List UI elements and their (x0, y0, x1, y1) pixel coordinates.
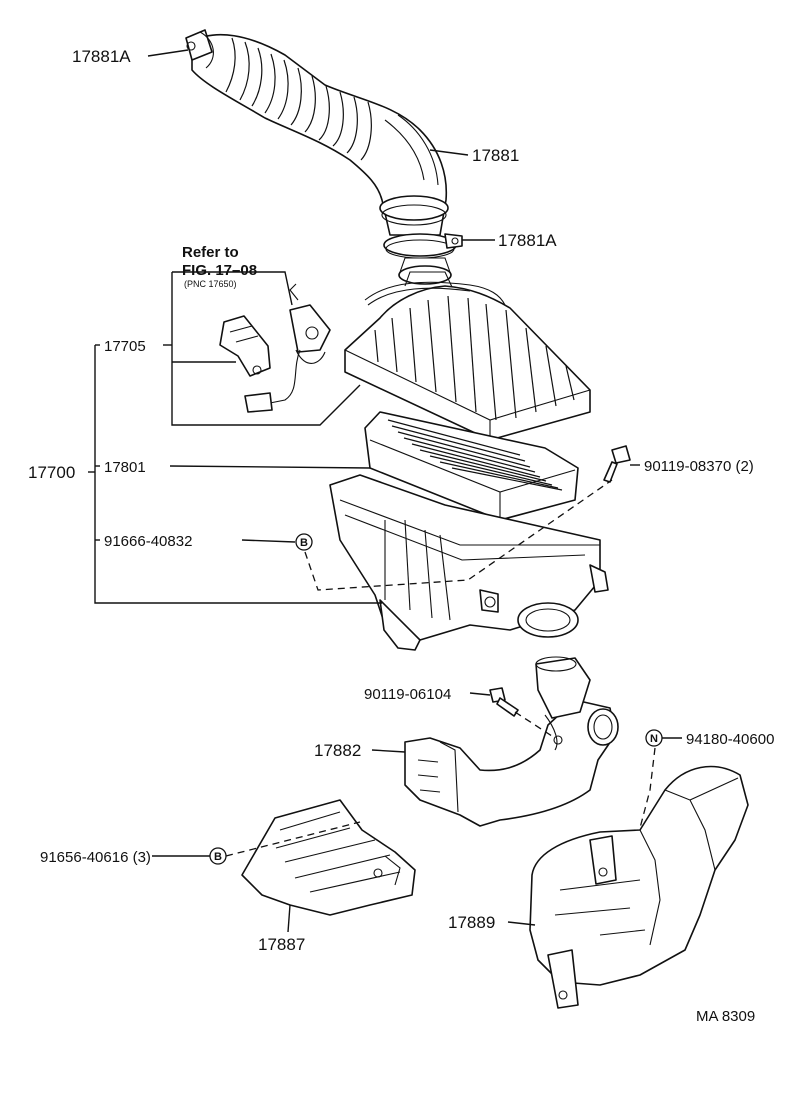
marker-n-clip: N (645, 729, 663, 747)
label-94180-40600[interactable]: 94180-40600 (686, 731, 774, 748)
label-90119-08370[interactable]: 90119-08370 (2) (644, 458, 754, 475)
label-17705[interactable]: 17705 (104, 338, 146, 355)
air-inlet-17882[interactable] (404, 656, 619, 827)
label-17887[interactable]: 17887 (258, 935, 305, 954)
resonator-17889[interactable] (529, 765, 749, 1009)
hose-17881[interactable] (185, 29, 449, 236)
label-91656-40616[interactable]: 91656-40616 (3) (40, 849, 151, 866)
air-cleaner-case[interactable] (329, 474, 609, 651)
label-17881[interactable]: 17881 (472, 146, 519, 165)
label-91666-40832[interactable]: 91666-40832 (104, 533, 192, 550)
air-filter-element-17801[interactable] (364, 411, 579, 521)
leader-lines (88, 49, 682, 933)
label-17882[interactable]: 17882 (314, 741, 361, 760)
marker-b-nut-text: B (300, 537, 308, 549)
airflow-sensor[interactable] (219, 283, 331, 413)
label-17889[interactable]: 17889 (448, 913, 495, 932)
marker-n-clip-text: N (650, 733, 658, 745)
label-refer-to: Refer to (182, 244, 239, 261)
marker-b-bolt: B (209, 847, 227, 865)
label-17801[interactable]: 17801 (104, 459, 146, 476)
label-90119-06104[interactable]: 90119-06104 (364, 686, 451, 703)
air-cleaner-cap-17705[interactable] (344, 271, 591, 441)
label-17700[interactable]: 17700 (28, 463, 75, 482)
part-labels: 17881A 17881 17881A Refer to FIG. 17–08 … (28, 47, 774, 1025)
label-refer-fig[interactable]: FIG. 17–08 (182, 262, 257, 279)
clamp-17881a-bottom[interactable] (383, 233, 463, 285)
dashed-connectors (225, 479, 656, 857)
bolt-90119-06104[interactable] (489, 687, 519, 717)
marker-b-bolt-text: B (214, 851, 222, 863)
bracket-17887[interactable] (241, 799, 416, 916)
marker-b-nut: B (295, 533, 313, 551)
bolt-90119-08370[interactable] (603, 445, 631, 483)
label-refer-pnc: (PNC 17650) (184, 279, 237, 289)
diagram-code: MA 8309 (696, 1008, 755, 1025)
label-17881a-top[interactable]: 17881A (72, 47, 131, 66)
label-17881a-bottom[interactable]: 17881A (498, 231, 557, 250)
